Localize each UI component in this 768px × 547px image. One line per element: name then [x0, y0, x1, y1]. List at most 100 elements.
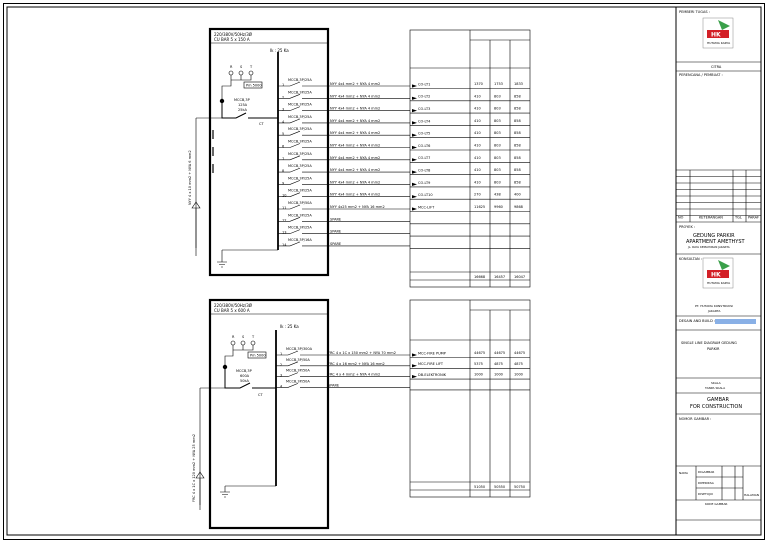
sheet-code-label: KODE GAMBAR	[705, 502, 727, 506]
logo-company-text: HUTAMA KARYA	[707, 41, 731, 45]
circuit-load-r: 11625	[474, 205, 485, 209]
circuit-load-name: CO-LT8	[418, 169, 430, 173]
circuit-number: 10	[282, 194, 286, 198]
circuit-breaker-rating: MCCB,3P/25A	[288, 164, 312, 168]
design-build-logo-icon	[715, 319, 756, 324]
panel-2-load-table: 51050 50550 50750	[409, 299, 531, 498]
phase-r-lamp-icon	[228, 70, 234, 76]
load-arrow-icon	[412, 145, 417, 150]
circuit-cable-spec: SPARE	[330, 217, 341, 221]
circuit-load-t: 1833	[514, 82, 523, 86]
owner-name: CITRA	[711, 65, 722, 69]
circuit-load-r: 44675	[474, 351, 485, 355]
circuit-load-s: 44675	[494, 351, 505, 355]
circuit-load-s: 803	[494, 144, 501, 148]
circuit-load-s: 1753	[494, 82, 503, 86]
circuit-breaker-rating: MCCB,3P/50A	[286, 369, 310, 373]
circuit-load-name: MCC-LIFT	[418, 205, 435, 209]
circuit-breaker-icon	[278, 94, 410, 99]
owner-label: PEMBERI TUGAS :	[679, 10, 710, 14]
status-line-1: GAMBAR	[707, 397, 729, 403]
circuit-breaker-icon	[278, 192, 410, 197]
circuit-breaker-rating: MCCB,3P/50A	[286, 358, 310, 362]
circuit-breaker-rating: MCCB,3P/25A	[288, 90, 312, 94]
phase-r-lamp-icon	[230, 340, 236, 346]
design-build-label: DESAIN AND BUILD :	[679, 319, 715, 323]
page-label: HALAMAN	[744, 493, 759, 497]
panel-2-total-r: 51050	[474, 485, 485, 489]
circuit-load-s: 803	[494, 119, 501, 123]
circuit-cable-spec: FRC 4 x 4 mm2 + NYA 4 mm2	[328, 373, 380, 377]
circuit-number: 9	[282, 181, 284, 185]
circuit-cable-spec: NYY 4x4 mm2 + NYA 4 mm2	[330, 156, 380, 160]
project-label: PROYEK :	[679, 225, 695, 229]
circuit-cable-spec: SPARE	[330, 242, 341, 246]
phase-r-label: R	[232, 335, 235, 339]
panel-1-main-breaker-l3: 25kA	[238, 108, 247, 112]
outer-border	[3, 3, 765, 540]
rev-header-desc: KETERANGAN	[699, 216, 723, 220]
load-arrow-icon	[412, 170, 417, 174]
circuit-breaker-rating: MCCB,3P/25A	[288, 189, 312, 193]
circuit-breaker-rating: MCCB,3P/50A	[286, 379, 310, 383]
sign-name-label: NAMA	[679, 471, 689, 475]
circuit-cable-spec: NYY 4x4 mm2 + NYA 4 mm2	[330, 82, 380, 86]
circuit-load-s: 803	[494, 180, 501, 184]
drawing-no-label: NOMOR GAMBAR :	[679, 417, 711, 421]
panel-1-feed-cable: NYY 4 x 10 mm2 + NYA 6 mm2	[188, 150, 192, 205]
circuit-load-r: 410	[474, 168, 481, 172]
circuit-number: 7	[282, 157, 284, 161]
circuit-breaker-icon	[278, 130, 410, 136]
circuit-cable-spec: SPARE	[330, 230, 341, 234]
title-block: PEMBERI TUGAS : HK HUTAMA KARYA CITRA PE…	[676, 10, 761, 521]
panel-1-load-table: 16668 16457 16047	[409, 29, 531, 288]
logo-mark-icon	[707, 30, 729, 38]
load-arrow-icon	[412, 109, 417, 113]
incoming-arrow-icon	[191, 201, 201, 248]
circuit-load-r: 410	[474, 107, 481, 111]
circuit-load-s: 438	[494, 193, 501, 197]
planner-label: PERENCANA / PEMBUAT :	[679, 73, 723, 77]
revision-table: NO KETERANGAN TGL PARAF	[676, 169, 761, 222]
circuit-cable-spec: FRC 4 x 16 mm2 + NYA 16 mm2	[328, 362, 385, 366]
panel-2-meter: Pm 5000	[250, 354, 266, 358]
load-arrow-icon	[412, 364, 417, 368]
rev-header-no: NO	[678, 216, 684, 220]
circuit-number: 3	[280, 374, 282, 378]
circuit-load-r: 1000	[474, 373, 483, 377]
circuit-cable-spec: FRC 4 x 1C x 150 mm2 + NYA 70 mm2	[328, 351, 396, 355]
circuit-breaker-icon	[276, 372, 410, 377]
load-arrow-icon	[412, 133, 417, 137]
load-arrow-icon	[412, 121, 417, 125]
load-arrow-icon	[412, 96, 417, 100]
circuit-breaker-icon	[278, 155, 410, 161]
circuit-breaker-icon	[278, 229, 410, 234]
circuit-load-s: 803	[494, 131, 501, 135]
scale-label: SKALA	[711, 381, 722, 385]
circuit-number: 12	[282, 218, 286, 222]
panel-2-single-line: 220/380V/50Hz/3Ø CU BAR 5 x 600 A Ik : 2…	[192, 298, 530, 530]
panel-2-ct-label: CT	[258, 393, 263, 397]
sign-row-drawn: DIGAMBAR	[698, 470, 714, 474]
circuit-breaker-icon	[278, 118, 410, 124]
panel-2-meter-box	[247, 351, 267, 359]
consultant-company: PT. HUTAMA KONSTRUKSI	[695, 304, 733, 308]
hutama-karya-logo-1: HK HUTAMA KARYA	[702, 17, 734, 49]
circuit-load-name: CO-LT5	[418, 132, 430, 136]
panel-2-header-line2: CU BAR 5 x 600 A	[214, 308, 250, 313]
circuit-cable-spec: NYY 4x4 mm2 + NYA 4 mm2	[330, 144, 380, 148]
circuit-breaker-rating: MCCB,3P/25A	[288, 140, 312, 144]
circuit-cable-spec: NYY 4x4 mm2 + NYA 4 mm2	[330, 94, 380, 98]
earth-ground-icon	[220, 486, 230, 498]
circuit-load-t: 858	[514, 144, 521, 148]
circuit-load-t: 9868	[514, 205, 523, 209]
